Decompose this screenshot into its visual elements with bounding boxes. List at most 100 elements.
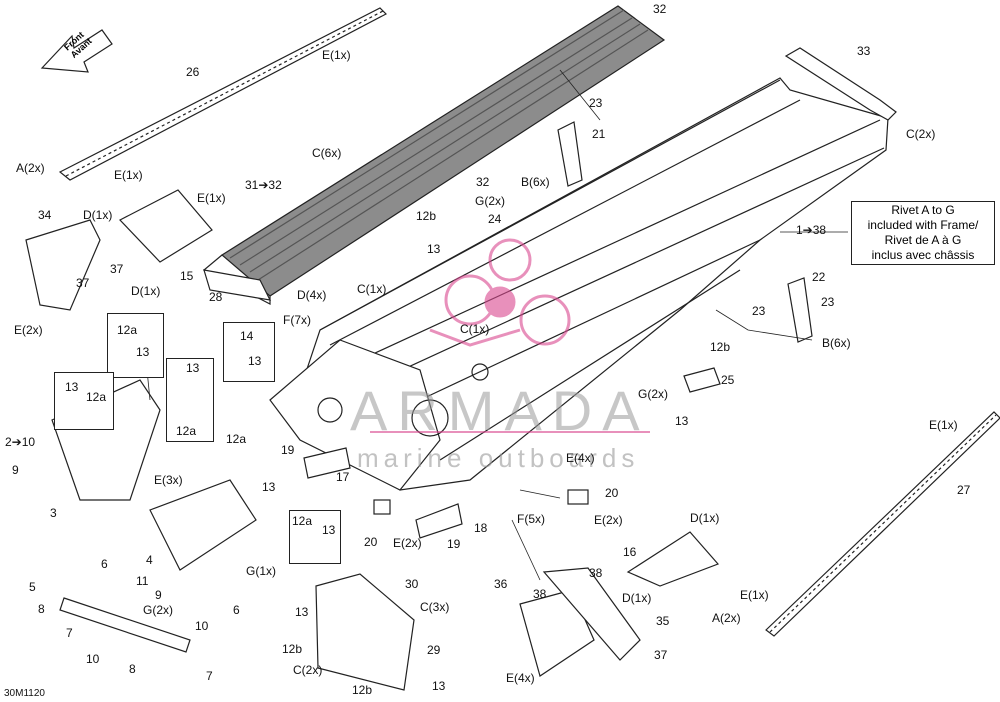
figure-code: 30M1120: [4, 688, 45, 699]
callout: 22: [812, 270, 826, 284]
callout: 13: [295, 605, 309, 619]
rivet-note: Rivet A to G included with Frame/ Rivet …: [851, 201, 995, 265]
callout: E(1x): [114, 168, 143, 182]
callout: 3: [50, 506, 57, 520]
callout: 12b: [282, 642, 303, 656]
footrest-17-part: [303, 447, 351, 479]
footrest-38-part: [519, 589, 595, 677]
callout: 10: [195, 619, 209, 633]
callout: 33: [857, 44, 871, 58]
callout: E(2x): [594, 513, 623, 527]
callout: 4: [146, 553, 153, 567]
callout: D(1x): [690, 511, 720, 525]
callout: 38: [533, 587, 547, 601]
callout: D(1x): [83, 208, 113, 222]
callout: 7: [66, 626, 73, 640]
callout: 31➔32: [245, 178, 282, 192]
callout: 28: [209, 290, 223, 304]
callout: 11: [136, 574, 149, 588]
callout: 13: [262, 480, 276, 494]
footrest-18-part: [415, 503, 463, 539]
callout: 37: [654, 648, 668, 662]
callout: 13: [65, 380, 79, 394]
note-line: Rivet A to G: [891, 203, 955, 217]
bumper-5-part: [59, 597, 191, 653]
callout: 18: [474, 521, 488, 535]
callout: B(6x): [521, 175, 550, 189]
callout: 5: [29, 580, 36, 594]
callout: 15: [180, 269, 194, 283]
callout: 13: [322, 523, 336, 537]
callout: 37: [76, 276, 90, 290]
callout: 13: [427, 242, 441, 256]
callout: 12b: [710, 340, 731, 354]
callout: C(1x): [357, 282, 387, 296]
watermark-brand: ARMADA: [350, 379, 650, 442]
callout: 32: [653, 2, 667, 16]
detail-box-12a-13-c: [289, 510, 341, 564]
callout: C(2x): [293, 663, 323, 677]
callout: 13: [186, 361, 200, 375]
bracket-34-part: [25, 219, 101, 311]
detail-box-12a-13: [107, 313, 164, 378]
bracket-33-part: [784, 47, 897, 121]
heat-exchanger-panel: [202, 5, 666, 305]
callout: E(4x): [506, 671, 535, 685]
callout: A(2x): [712, 611, 741, 625]
callout: C(2x): [906, 127, 936, 141]
callout: 10: [86, 652, 100, 666]
callout: 27: [957, 483, 971, 497]
callout: C(1x): [460, 322, 490, 336]
callout: 25: [721, 373, 735, 387]
callout: 14: [240, 329, 254, 343]
bracket-28-part: [203, 269, 272, 301]
callout: 8: [38, 602, 45, 616]
note-line: Rivet de A à G: [884, 233, 962, 247]
plate-20a-part: [373, 499, 391, 515]
callout: 12a: [226, 432, 247, 446]
cover-15-part: [119, 189, 213, 263]
callout: 20: [605, 486, 619, 500]
callout: 13: [675, 414, 689, 428]
callout: D(4x): [297, 288, 327, 302]
callout: 23: [821, 295, 835, 309]
callout: 13: [248, 354, 262, 368]
hinge-21-part: [557, 121, 583, 187]
note-line: included with Frame/: [867, 218, 979, 232]
callout: 26: [186, 65, 200, 79]
callout: 17: [336, 470, 350, 484]
rail-26-part: [58, 7, 388, 181]
cover-16-part: [626, 531, 720, 587]
callout: 16: [623, 545, 637, 559]
callout: 23: [589, 96, 603, 110]
callout: D(1x): [131, 284, 161, 298]
tunnel-frame: [269, 77, 889, 491]
callout: 13: [136, 345, 150, 359]
callout: 37: [110, 262, 124, 276]
callout: 19: [447, 537, 461, 551]
callout: E(2x): [393, 536, 422, 550]
front-arrow-icon: [40, 29, 113, 73]
callout: B(6x): [822, 336, 851, 350]
radiator-29-part: [315, 573, 415, 691]
callout: 2➔10: [5, 435, 36, 449]
hinge-22-part: [787, 277, 813, 343]
callout: 38: [589, 566, 603, 580]
callout: 19: [281, 443, 295, 457]
callout: E(3x): [154, 473, 183, 487]
callout: 12a: [176, 424, 197, 438]
callout: E(2x): [14, 323, 43, 337]
callout: 32: [476, 175, 490, 189]
callout: C(6x): [312, 146, 342, 160]
callout: E(1x): [322, 48, 351, 62]
callout: E(1x): [197, 191, 226, 205]
callout: 12b: [352, 683, 373, 697]
callout: 12a: [86, 390, 107, 404]
callout: 1➔38: [796, 223, 827, 237]
detail-box-13-12a-b: [166, 358, 214, 442]
plate-20b-part: [567, 489, 589, 505]
callout: 34: [38, 208, 52, 222]
callout: A(2x): [16, 161, 45, 175]
callout: 7: [206, 669, 213, 683]
callout: 8: [129, 662, 136, 676]
